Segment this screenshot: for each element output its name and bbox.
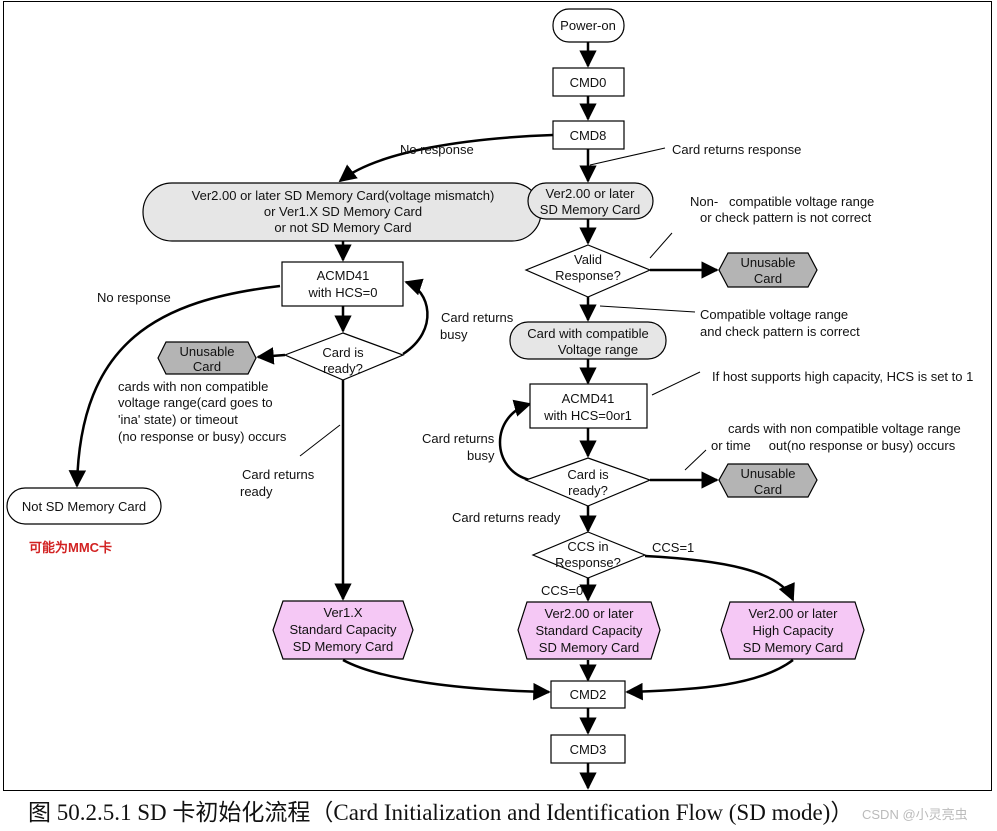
cmd2-box [550,680,626,709]
valid-response-line2: Response? [555,268,621,283]
ver2-high-line3: SD Memory Card [743,640,843,655]
ver2-sd-line1: Ver2.00 or later [546,186,636,201]
label-compatible-2: and check pattern is correct [700,324,860,339]
cmd8-box [552,120,625,150]
ver2-high-line1: Ver2.00 or later [749,606,839,621]
cmd3-label: CMD3 [570,742,607,757]
arrow-ver2high-cmd2 [625,659,794,701]
card-ready-right-line2: ready? [568,483,608,498]
watermark: CSDN @小灵亮虫 [862,807,968,822]
label-card-returns-busy-left-2: busy [440,327,468,342]
valid-response-diamond [524,244,652,298]
ver1x-node [272,600,414,660]
ver1x-line2: Standard Capacity [290,622,397,637]
ver1x-line3: SD Memory Card [293,639,393,654]
label-cards-noncompat-left-2: voltage range(card goes to [118,395,273,410]
unusable-card-left-line2: Card [193,359,221,374]
label-cards-noncompat-right-1: cards with non compatible voltage range [728,421,961,436]
ver2-high-line2: High Capacity [753,623,834,638]
unusable-card-1-line2: Card [754,271,782,286]
label-non-compatible-2: or check pattern is not correct [700,210,872,225]
label-ccs0: CCS=0 [541,583,583,598]
acmd41-left-line2: with HCS=0 [308,285,378,300]
ver2-high-node [720,601,865,660]
arrow-acmd41l-notsd [68,284,281,488]
ver2-sd-line2: SD Memory Card [540,202,640,217]
ver2-sd-node [527,182,654,220]
label-no-response-1: No response [400,142,474,157]
ver2-std-line3: SD Memory Card [539,640,639,655]
label-if-host: If host supports high capacity, HCS is s… [712,369,973,384]
unusable-card-1-line1: Unusable [741,255,796,270]
arrows [68,42,795,790]
label-card-returns-busy-right-2: busy [467,448,495,463]
ver2-mismatch-line3: or not SD Memory Card [274,220,411,235]
arrow-ready-unusable-left [256,347,286,365]
diagram-frame [3,1,992,791]
label-ccs1: CCS=1 [652,540,694,555]
label-compatible-1: Compatible voltage range [700,307,848,322]
unusable-card-right-line2: Card [754,482,782,497]
label-card-returns-ready-left-2: ready [240,484,273,499]
not-sd-label: Not SD Memory Card [22,499,146,514]
cmd8-label: CMD8 [570,128,607,143]
arrow-ver1x-cmd2 [342,658,551,701]
unusable-card-right-line1: Unusable [741,466,796,481]
cmd2-label: CMD2 [570,687,607,702]
card-ready-right-diamond [524,457,652,507]
ver1x-line1: Ver1.X [323,605,362,620]
label-cards-noncompat-left-1: cards with non compatible [118,379,268,394]
unusable-card-left [157,341,257,375]
label-may-be-mmc: 可能为MMC卡 [29,540,112,555]
not-sd-node [6,487,162,525]
ver2-std-line1: Ver2.00 or later [545,606,635,621]
card-ready-left-line1: Card is [322,345,364,360]
ccs-line1: CCS in [567,539,608,554]
figure-caption: 图 50.2.5.1 SD 卡初始化流程（Card Initialization… [28,800,853,825]
arrow-ready-busy-loop-right [498,399,532,482]
ccs-line2: Response? [555,555,621,570]
power-on-node [552,8,625,43]
unusable-card-left-line1: Unusable [180,344,235,359]
acmd41-right-line1: ACMD41 [562,391,615,406]
card-compatible-line2: Voltage range [558,342,638,357]
cmd3-box [550,734,626,764]
card-compatible-node [509,321,667,360]
label-card-returns-ready-left-1: Card returns [242,467,315,482]
ccs-diamond [531,531,647,579]
cmd0-label: CMD0 [570,75,607,90]
ver2-mismatch-line1: Ver2.00 or later SD Memory Card(voltage … [192,188,495,203]
arrow-ready-busy-loop-left [402,278,429,356]
label-card-returns-busy-right-1: Card returns [422,431,495,446]
label-card-returns-ready-right: Card returns ready [452,510,561,525]
card-ready-left-diamond [283,332,405,381]
cmd0-box [552,67,625,97]
card-compatible-line1: Card with compatible [527,326,648,341]
unusable-card-right [718,463,818,498]
label-cards-noncompat-right-2: or time out(no response or busy) occurs [711,438,956,453]
label-cards-noncompat-left-4: (no response or busy) occurs [118,429,287,444]
arrow-cmd8-mismatch [338,133,554,183]
valid-response-line1: Valid [574,252,602,267]
label-cards-noncompat-left-3: 'ina' state) or timeout [118,412,238,427]
acmd41-left-line1: ACMD41 [317,268,370,283]
arrow-ccs-ver2high [644,554,795,602]
label-non-compatible-1: Non- compatible voltage range [690,194,874,209]
label-no-response-2: No response [97,290,171,305]
card-ready-left-line2: ready? [323,361,363,376]
card-ready-right-line1: Card is [567,467,609,482]
power-on-label: Power-on [560,18,616,33]
ver2-std-node [517,601,661,660]
acmd41-right-box [529,383,648,429]
unusable-card-1 [718,252,818,288]
label-card-returns-response: Card returns response [672,142,801,157]
ver2-std-line2: Standard Capacity [536,623,643,638]
leader-lines [299,147,707,471]
label-card-returns-busy-left-1: Card returns [441,310,514,325]
ver2-mismatch-line2: or Ver1.X SD Memory Card [264,204,422,219]
acmd41-right-line2: with HCS=0or1 [543,408,632,423]
acmd41-left-box [281,261,404,307]
